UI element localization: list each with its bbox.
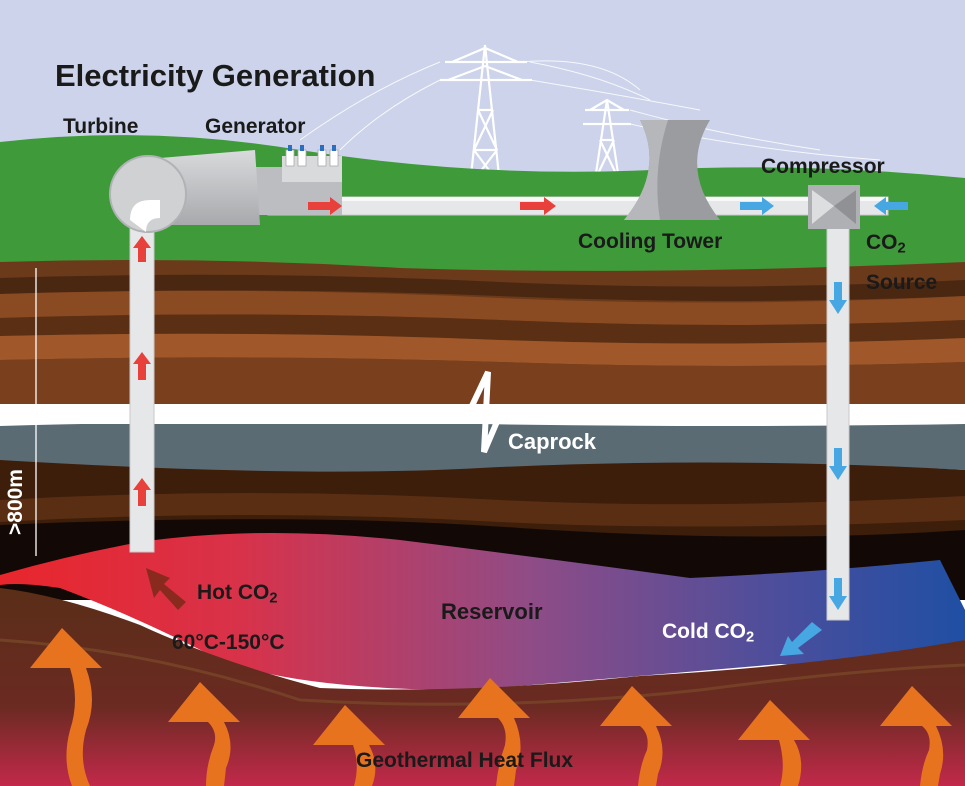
title: Electricity Generation <box>55 58 376 93</box>
heat-arrow-icon <box>880 686 952 786</box>
arrow-down-icon <box>829 282 847 314</box>
co2-source-line2: Source <box>866 270 938 294</box>
hot-co2-label: Hot CO2 <box>197 581 278 607</box>
generator-label: Generator <box>205 115 306 138</box>
cold-co2-text: Cold CO <box>662 620 746 643</box>
caprock-label: Caprock <box>508 429 597 454</box>
heat-arrow-icon <box>458 678 530 786</box>
arrow-up-icon <box>133 236 151 262</box>
arrow-right-icon <box>308 197 342 215</box>
cold-co2-subscript: 2 <box>746 629 755 646</box>
turbine-label: Turbine <box>63 115 139 138</box>
hot-co2-arrow-icon <box>146 568 186 610</box>
section-break <box>0 404 965 424</box>
arrow-up-icon <box>133 352 151 380</box>
heat-layer <box>0 588 965 786</box>
heat-arrow-icon <box>600 686 672 786</box>
arrow-up-icon <box>133 478 151 506</box>
arrow-right-icon <box>740 197 774 215</box>
depth-label: >800m <box>4 469 27 535</box>
cooling-tower-label: Cooling Tower <box>578 230 723 253</box>
heat-arrow-icon <box>738 700 810 786</box>
heat-arrow-icon <box>30 628 102 786</box>
co2-source-subscript: 2 <box>897 240 906 257</box>
arrow-down-icon <box>829 578 847 610</box>
arrow-right-icon <box>520 197 556 215</box>
cold-inject-arrow-icon <box>780 622 822 656</box>
co2-source-line1: CO <box>866 231 898 254</box>
heat-arrow-icon <box>168 682 240 786</box>
pipes <box>129 196 889 621</box>
temperature-label: 60°C-150°C <box>172 631 285 654</box>
compressor-label: Compressor <box>761 155 885 178</box>
cold-co2-label: Cold CO2 <box>662 620 754 646</box>
hot-co2-text: Hot CO <box>197 581 270 604</box>
arrow-left-icon <box>874 197 908 215</box>
reservoir <box>0 532 965 690</box>
heat-arrow-icon <box>313 705 385 786</box>
arrow-down-icon <box>829 448 847 480</box>
transmission-tower-icon <box>440 44 631 186</box>
turbine-icon <box>109 150 260 233</box>
compressor-icon <box>808 185 860 229</box>
heat-flux-arrows <box>30 628 952 786</box>
hot-co2-subscript: 2 <box>269 590 278 607</box>
cold-flow-arrows <box>740 197 908 656</box>
hot-flow-arrows <box>133 197 556 506</box>
reservoir-label: Reservoir <box>441 599 543 624</box>
heat-flux-label: Geothermal Heat Flux <box>356 749 574 772</box>
